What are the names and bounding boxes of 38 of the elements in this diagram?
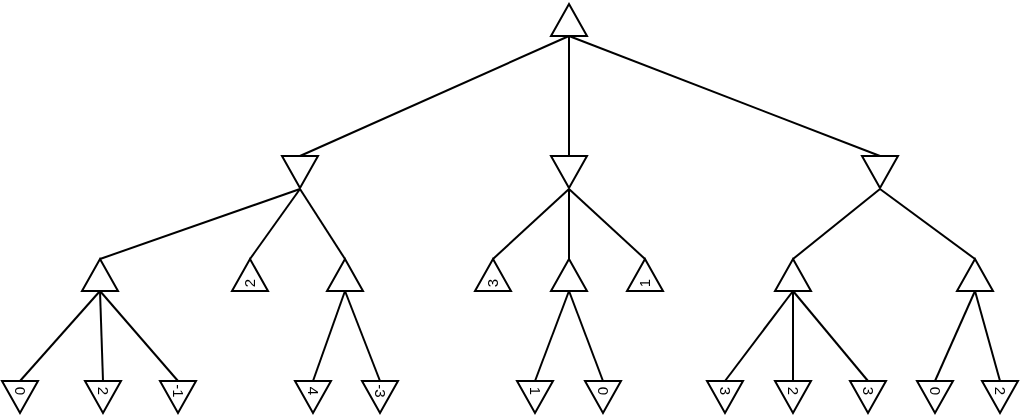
tree-edge bbox=[792, 188, 881, 260]
node-value: 0 bbox=[927, 385, 943, 398]
tree-edge bbox=[534, 290, 570, 382]
tree-edge bbox=[974, 290, 1001, 382]
tree-edge bbox=[99, 188, 301, 260]
node-value: 3 bbox=[717, 385, 733, 398]
node-value: 2 bbox=[95, 385, 111, 398]
tree-edge bbox=[344, 290, 381, 382]
tree-edge bbox=[792, 290, 869, 382]
tree-edge bbox=[312, 290, 346, 382]
node-value: 2 bbox=[785, 385, 801, 398]
tree-edge bbox=[792, 290, 794, 382]
tree-edge bbox=[568, 290, 604, 382]
tree-edge bbox=[724, 290, 794, 382]
tree-edge bbox=[299, 35, 570, 157]
tree-edge bbox=[299, 188, 346, 260]
tree-edge bbox=[879, 188, 976, 260]
tree-edge bbox=[568, 188, 646, 260]
node-value: 1 bbox=[637, 277, 653, 290]
node-value: 3 bbox=[860, 385, 876, 398]
tree-edge bbox=[99, 290, 104, 382]
node-value: 0 bbox=[12, 385, 28, 398]
node-value: -1 bbox=[170, 383, 186, 400]
node-value: -3 bbox=[372, 383, 388, 400]
node-value: 2 bbox=[242, 277, 258, 290]
node-value: 1 bbox=[527, 385, 543, 398]
tree-edge bbox=[19, 290, 101, 382]
tree-edge bbox=[934, 290, 976, 382]
node-value: 4 bbox=[305, 385, 321, 398]
node-value: 2 bbox=[992, 385, 1008, 398]
node-value: 3 bbox=[485, 277, 501, 290]
node-value: 0 bbox=[595, 385, 611, 398]
tree-edge bbox=[99, 290, 179, 382]
tree-edge bbox=[568, 188, 570, 260]
tree-edge bbox=[568, 35, 881, 157]
tree-edge bbox=[249, 188, 301, 260]
tree-edge bbox=[492, 188, 570, 260]
tree-edge bbox=[568, 35, 570, 157]
